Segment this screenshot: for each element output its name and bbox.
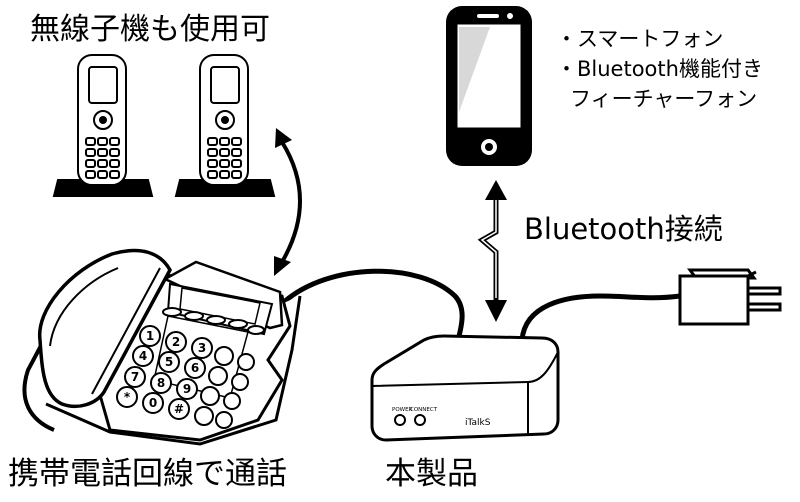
bluetooth-link-arrow: [474, 180, 507, 322]
svg-text:3: 3: [198, 341, 206, 355]
product-device: POWER CONNECT iTalkS: [370, 334, 560, 442]
svg-text:6: 6: [191, 361, 199, 375]
smartphone-icon: [446, 6, 532, 166]
svg-text:*: *: [124, 390, 131, 404]
svg-text:CONNECT: CONNECT: [410, 407, 438, 413]
svg-text:8: 8: [157, 376, 165, 390]
wireless-link-arrow: [274, 128, 302, 276]
product-brand: iTalkS: [465, 418, 491, 428]
keypad: 1 2 3 4 5 6 7 8 9 * 0 #: [116, 325, 213, 420]
power-cable: [519, 293, 681, 341]
key-1: 1: [139, 325, 161, 347]
svg-text:1: 1: [146, 329, 154, 343]
key-hash: #: [168, 398, 190, 420]
connect-led: CONNECT: [410, 407, 438, 426]
bullet-smartphone: ・スマートフォン: [556, 27, 724, 51]
key-6: 6: [184, 357, 206, 379]
function-keys: [162, 307, 265, 429]
bullet-bluetooth-phone: ・Bluetooth機能付き: [556, 57, 763, 81]
svg-text:5: 5: [165, 355, 173, 369]
svg-text:4: 4: [139, 349, 147, 363]
key-5: 5: [158, 351, 180, 373]
power-led: POWER: [392, 407, 413, 426]
svg-text:#: #: [174, 402, 184, 416]
product-caption: 本製品: [385, 456, 478, 492]
svg-text:2: 2: [172, 335, 180, 349]
bullet-feature-phone: フィーチャーフォン: [570, 87, 758, 111]
mobile-call-caption: 携帯電話回線で通話: [8, 456, 287, 492]
key-2: 2: [165, 331, 187, 353]
telephone-cable: [282, 268, 465, 341]
svg-text:7: 7: [131, 370, 139, 384]
key-4: 4: [132, 345, 154, 367]
key-star: *: [116, 386, 138, 408]
svg-text:9: 9: [183, 382, 191, 396]
cordless-handset-2: [174, 54, 276, 197]
desk-telephone: 1 2 3 4 5 6 7 8 9 * 0 #: [22, 248, 302, 446]
key-7: 7: [124, 366, 146, 388]
compatible-devices-list: ・スマートフォン ・Bluetooth機能付き フィーチャーフォン: [556, 24, 763, 114]
svg-text:0: 0: [149, 396, 157, 410]
key-8: 8: [150, 372, 172, 394]
svg-text:POWER: POWER: [392, 407, 413, 413]
key-9: 9: [176, 378, 198, 400]
key-0: 0: [142, 392, 164, 414]
handsets-caption: 無線子機も使用可: [30, 12, 270, 47]
bluetooth-connection-label: Bluetooth接続: [524, 212, 723, 246]
key-3: 3: [191, 337, 213, 359]
ac-adapter-icon: [678, 268, 782, 326]
cordless-handset-1: [52, 54, 154, 197]
